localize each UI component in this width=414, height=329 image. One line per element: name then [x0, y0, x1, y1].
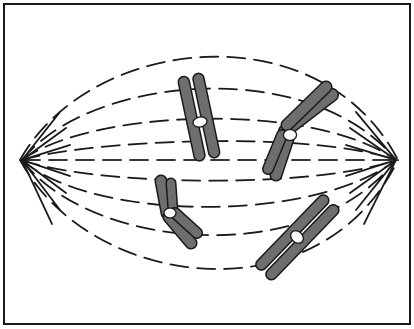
aster-ray: [345, 159, 397, 177]
chromosome-4: [255, 194, 340, 281]
aster-ray: [355, 159, 397, 211]
spindle-envelope-bottom: [19, 159, 399, 270]
spindle-fiber: [21, 159, 397, 182]
aster-ray: [349, 127, 397, 161]
aster-ray: [21, 159, 67, 194]
aster-ray: [21, 144, 71, 161]
centromere: [163, 207, 177, 219]
spindle-fibers: [19, 55, 399, 270]
spindle-fiber: [21, 140, 397, 161]
aster-ray: [349, 159, 397, 194]
aster-ray: [21, 159, 53, 225]
centromere: [282, 128, 298, 142]
spindle-fiber: [21, 159, 397, 208]
centromere: [192, 116, 208, 128]
aster-ray: [21, 111, 61, 161]
aster-ray: [21, 159, 71, 177]
aster-ray: [345, 144, 397, 161]
chromosome-3: [154, 174, 203, 250]
aster-ray: [21, 127, 67, 161]
aster-ray: [355, 111, 397, 161]
aster-ray: [363, 159, 397, 225]
centromere: [290, 230, 304, 244]
spindle-fiber: [21, 117, 397, 161]
chromosomes: [154, 72, 340, 281]
chromosome-1: [177, 72, 221, 162]
astral-rays-right: [345, 111, 397, 225]
aster-ray: [21, 159, 61, 211]
chromosome-2: [262, 80, 339, 182]
border-frame: [3, 3, 411, 325]
astral-rays-left: [21, 111, 71, 225]
